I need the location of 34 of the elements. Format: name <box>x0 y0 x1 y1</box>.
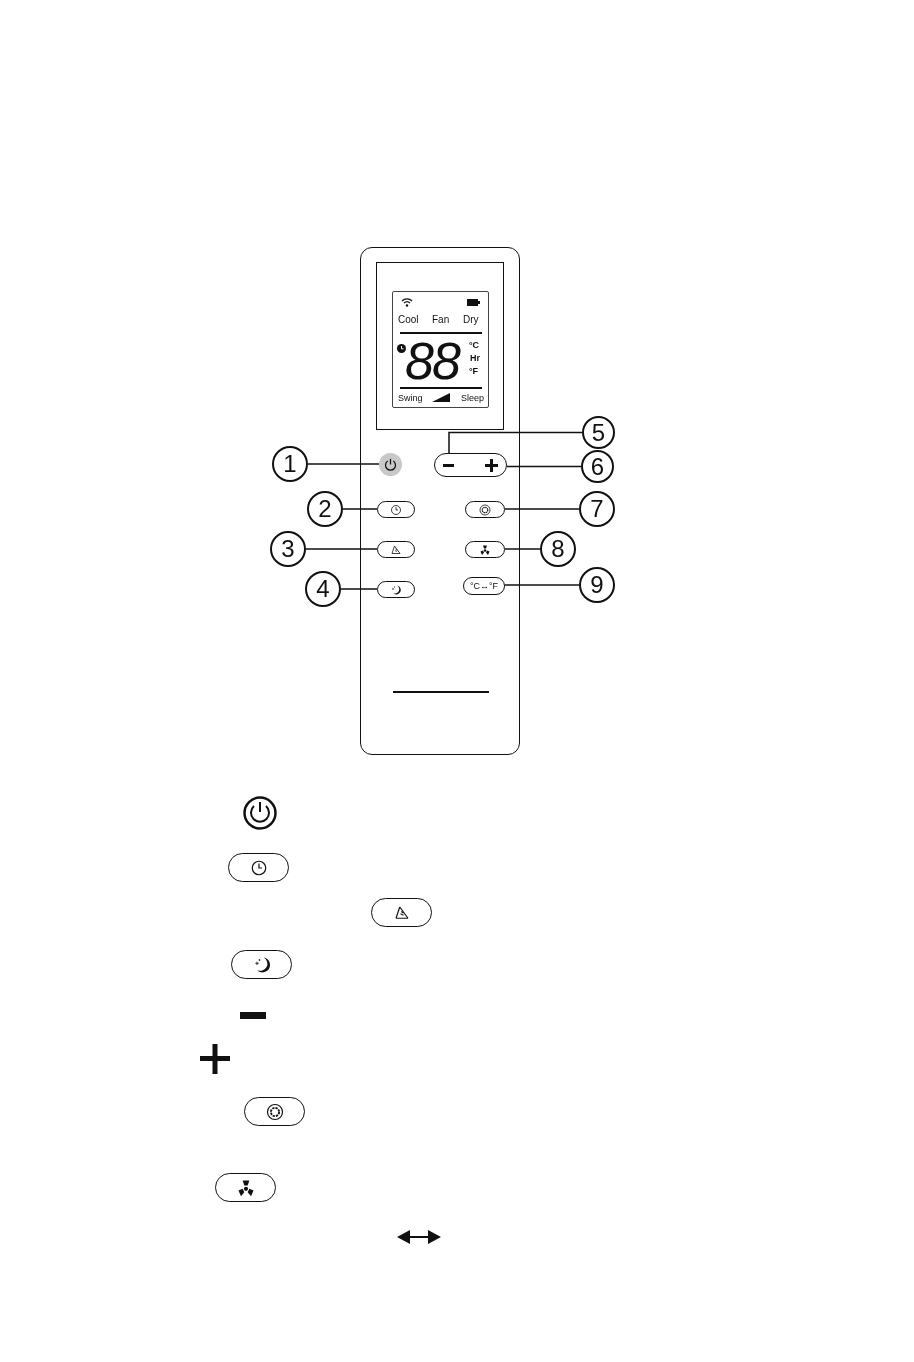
fan-speed-button <box>465 541 505 558</box>
callout-number: 7 <box>579 491 615 527</box>
display-label: Hr <box>470 354 480 363</box>
leader-line <box>342 508 378 510</box>
callout-number: 6 <box>581 450 614 483</box>
mode-button <box>465 501 505 518</box>
display-digits: 88 <box>405 338 459 385</box>
leader-line <box>504 548 541 550</box>
leader-line <box>307 463 380 465</box>
sleep-button <box>377 581 415 598</box>
callout-number: 1 <box>272 446 308 482</box>
display-label: °C <box>469 341 480 350</box>
display-label: Fan <box>432 315 450 325</box>
callout-number: 9 <box>579 567 615 603</box>
leader-line <box>340 588 378 590</box>
leader-line <box>506 465 582 468</box>
swing-button <box>377 541 415 558</box>
callout-number: 3 <box>270 531 306 567</box>
temperature-unit-button: °C↔°F <box>463 577 505 595</box>
display-label: Cool <box>398 315 419 325</box>
leader-line <box>504 508 580 510</box>
temperature-adjust-button <box>434 453 507 477</box>
display-label: Sleep <box>461 394 485 403</box>
leader-line <box>448 431 583 454</box>
callout-number: 2 <box>307 491 343 527</box>
callout-number: 4 <box>305 571 341 607</box>
callout-number: 8 <box>540 531 576 567</box>
timer-button <box>377 501 415 518</box>
leader-line <box>305 548 378 550</box>
callout-number: 5 <box>582 416 615 449</box>
display-label: °F <box>469 367 479 376</box>
display-label: Swing <box>398 394 423 403</box>
leader-line <box>504 584 580 586</box>
display-label: Dry <box>463 315 479 325</box>
